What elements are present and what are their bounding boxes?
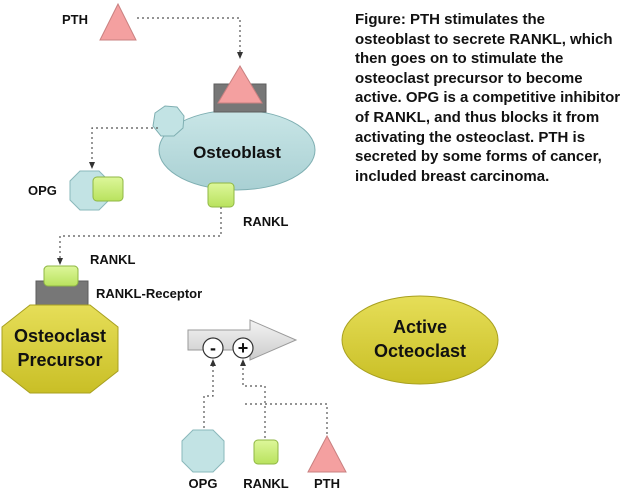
rankl-bottom xyxy=(253,439,279,465)
opg-rankl-block xyxy=(92,176,124,202)
opg-to-inhibitor-connector xyxy=(203,359,216,428)
rankl-label-osteoblast: RANKL xyxy=(243,214,289,229)
stimulator-node xyxy=(232,337,254,359)
osteoclast-precursor xyxy=(1,304,119,394)
minus-sign: - xyxy=(210,338,216,358)
pth-label-bottom: PTH xyxy=(314,476,340,491)
pth-label-top: PTH xyxy=(62,12,88,27)
pth-to-stimulator-connector xyxy=(243,403,328,434)
pth-triangle-bound xyxy=(217,65,263,104)
opg-octagon-bottom xyxy=(181,429,225,473)
pth-triangle-bottom xyxy=(307,434,347,473)
rankl-bound-face xyxy=(43,265,79,287)
figure-caption: Figure: PTH stimulates the osteoblast to… xyxy=(355,11,621,185)
pth-triangle-top xyxy=(99,2,137,41)
osteoblast-to-opg-connector xyxy=(89,127,158,169)
opg-label-left: OPG xyxy=(28,183,57,198)
rankl-label-bottom: RANKL xyxy=(243,476,289,491)
inhibitor-node xyxy=(202,337,224,359)
plus-sign: + xyxy=(238,338,249,358)
rankl-label-receptor: RANKL xyxy=(90,252,136,267)
active-osteoclast-label-1: Active xyxy=(393,317,447,337)
opg-label-bottom: OPG xyxy=(189,476,218,491)
rankl-receptor-label: RANKL-Receptor xyxy=(96,286,202,301)
pth-to-osteoblast-connector xyxy=(137,17,243,59)
osteoclast-precursor-label-2: Precursor xyxy=(17,350,102,370)
osteoblast-label: Osteoblast xyxy=(193,143,281,162)
osteoclast-precursor-label-1: Osteoclast xyxy=(14,326,106,346)
osteoblast-opg-site xyxy=(152,105,185,137)
rankl-to-receptor-connector xyxy=(57,207,222,265)
active-osteoclast xyxy=(341,295,499,385)
rankl-to-stimulator-connector xyxy=(240,359,266,438)
rankl-on-osteoblast xyxy=(207,182,235,208)
active-osteoclast-label-2: Octeoclast xyxy=(374,341,466,361)
